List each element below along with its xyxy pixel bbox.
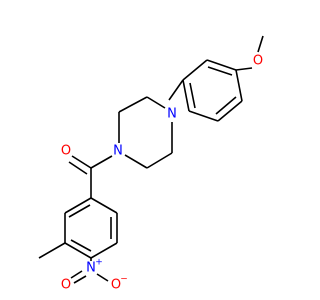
bond-ar2-3 bbox=[64, 242, 92, 259]
atom-methoxy-oxygen: O bbox=[253, 54, 263, 69]
bond-pip-2 bbox=[118, 96, 148, 113]
bond-ar1-1-inner bbox=[207, 66, 233, 76]
atom-nitro-oxygen-right: O bbox=[111, 278, 121, 293]
bond-ar2-4 bbox=[90, 242, 118, 259]
bond-n-acyl-carbonyl bbox=[90, 155, 113, 169]
bond-pip-1 bbox=[146, 96, 166, 109]
bond-ar1-4 bbox=[188, 110, 219, 122]
bond-carbonyl-o-1 bbox=[71, 155, 92, 169]
charge-nitro-oxygen-right: − bbox=[120, 275, 128, 285]
atom-piperazine-n-aryl: N bbox=[167, 107, 177, 122]
bond-ar1-5-inner bbox=[215, 96, 237, 115]
atom-piperazine-n-acyl: N bbox=[113, 144, 123, 159]
bond-ar1-3 bbox=[182, 79, 190, 112]
bond-nitro-o-right bbox=[96, 273, 109, 282]
bond-carbonyl-o-2 bbox=[68, 161, 88, 175]
bond-methyl bbox=[38, 242, 66, 259]
bond-ar2-3-inner bbox=[70, 239, 92, 252]
molecule-canvas: O N N O N + O O − bbox=[38, 35, 264, 293]
bond-ar2-1-inner bbox=[68, 204, 91, 218]
bond-ar2-6 bbox=[90, 197, 118, 214]
bond-methyl-methoxy-o bbox=[257, 35, 264, 53]
bond-nitro-o-left-1 bbox=[73, 275, 87, 284]
bond-ar1-2 bbox=[182, 59, 208, 81]
bond-ar1-5 bbox=[217, 100, 243, 122]
bond-ring-to-n-aryl bbox=[168, 79, 184, 101]
atom-carbonyl-oxygen: O bbox=[61, 144, 71, 159]
bond-ar1-6 bbox=[235, 69, 243, 102]
bond-pip-4 bbox=[124, 154, 148, 169]
atom-nitro-nitrogen: N bbox=[86, 261, 96, 276]
bond-methoxy-o-ring bbox=[235, 67, 253, 71]
charge-nitro-nitrogen: + bbox=[95, 258, 103, 268]
bond-ar1-1 bbox=[206, 59, 237, 71]
bond-ar2-1 bbox=[64, 197, 92, 214]
bond-pip-5 bbox=[146, 152, 173, 169]
atom-nitro-oxygen-left: O bbox=[61, 278, 71, 293]
structure-diagram: O N N O N + O O − bbox=[38, 35, 264, 293]
bond-ar1-3-inner bbox=[189, 82, 196, 109]
bond-nitro-o-left-2 bbox=[70, 270, 83, 279]
